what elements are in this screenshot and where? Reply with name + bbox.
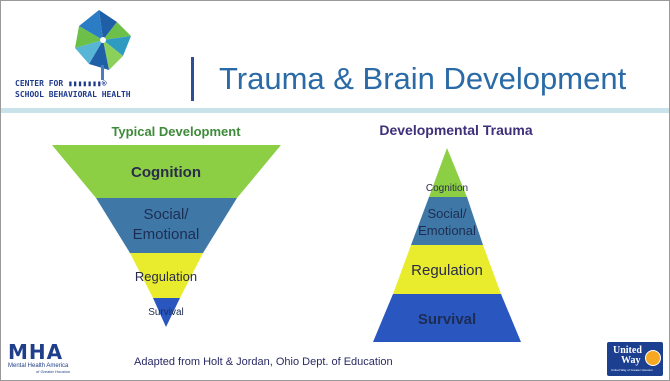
mha-logo: MHA Mental Health America of Greater Hou… bbox=[8, 340, 70, 374]
mha-tagline: Mental Health America bbox=[8, 363, 69, 369]
right-layer-cognition bbox=[429, 148, 467, 197]
left-label-emotional: Emotional bbox=[133, 226, 200, 243]
left-label-survival: Survival bbox=[148, 307, 184, 318]
united-line2: Way bbox=[621, 355, 641, 366]
united-way-logo: United Way United Way of Greater Houston bbox=[607, 342, 663, 376]
slide-title: Trauma & Brain Development bbox=[219, 61, 627, 96]
left-pyramid: Cognition Social/ Emotional Regulation S… bbox=[52, 145, 281, 327]
right-label-social: Social/ bbox=[427, 206, 466, 221]
united-way-wordmark: United Way bbox=[613, 346, 642, 366]
right-caption: Developmental Trauma bbox=[379, 122, 533, 138]
right-label-survival: Survival bbox=[418, 311, 476, 328]
united-line1: United bbox=[613, 345, 642, 356]
source-citation: Adapted from Holt & Jordan, Ohio Dept. o… bbox=[134, 356, 393, 368]
right-label-regulation: Regulation bbox=[411, 262, 483, 279]
left-layer-regulation bbox=[130, 253, 203, 298]
left-caption: Typical Development bbox=[111, 124, 241, 139]
right-label-emotional: Emotional bbox=[418, 223, 476, 238]
center-logo: CENTER FOR ▮▮▮▮▮▮▮® SCHOOL BEHAVIORAL HE… bbox=[15, 5, 185, 105]
mha-sub: of Greater Houston bbox=[36, 369, 70, 374]
united-way-sub: United Way of Greater Houston bbox=[611, 368, 653, 372]
mha-mark: MHA bbox=[8, 340, 63, 364]
right-layer-regulation bbox=[393, 245, 501, 294]
left-layer-social-emotional bbox=[96, 198, 237, 253]
title-divider bbox=[1, 108, 669, 113]
left-layer-cognition bbox=[52, 145, 281, 198]
left-label-social: Social/ bbox=[143, 206, 189, 223]
right-layer-survival bbox=[373, 294, 521, 342]
united-way-emblem-icon bbox=[645, 350, 661, 366]
pinwheel-icon bbox=[75, 10, 131, 80]
center-logo-line1: CENTER FOR ▮▮▮▮▮▮▮® bbox=[15, 79, 107, 88]
center-logo-line2: SCHOOL BEHAVIORAL HEALTH bbox=[15, 90, 131, 99]
right-layer-social-emotional bbox=[411, 197, 483, 245]
left-label-cognition: Cognition bbox=[131, 164, 201, 181]
left-layer-survival bbox=[153, 298, 180, 327]
right-label-cognition: Cognition bbox=[426, 183, 468, 194]
right-pyramid: Cognition Social/ Emotional Regulation S… bbox=[373, 148, 521, 342]
title-accent-bar bbox=[191, 57, 194, 101]
left-label-regulation: Regulation bbox=[135, 269, 197, 284]
